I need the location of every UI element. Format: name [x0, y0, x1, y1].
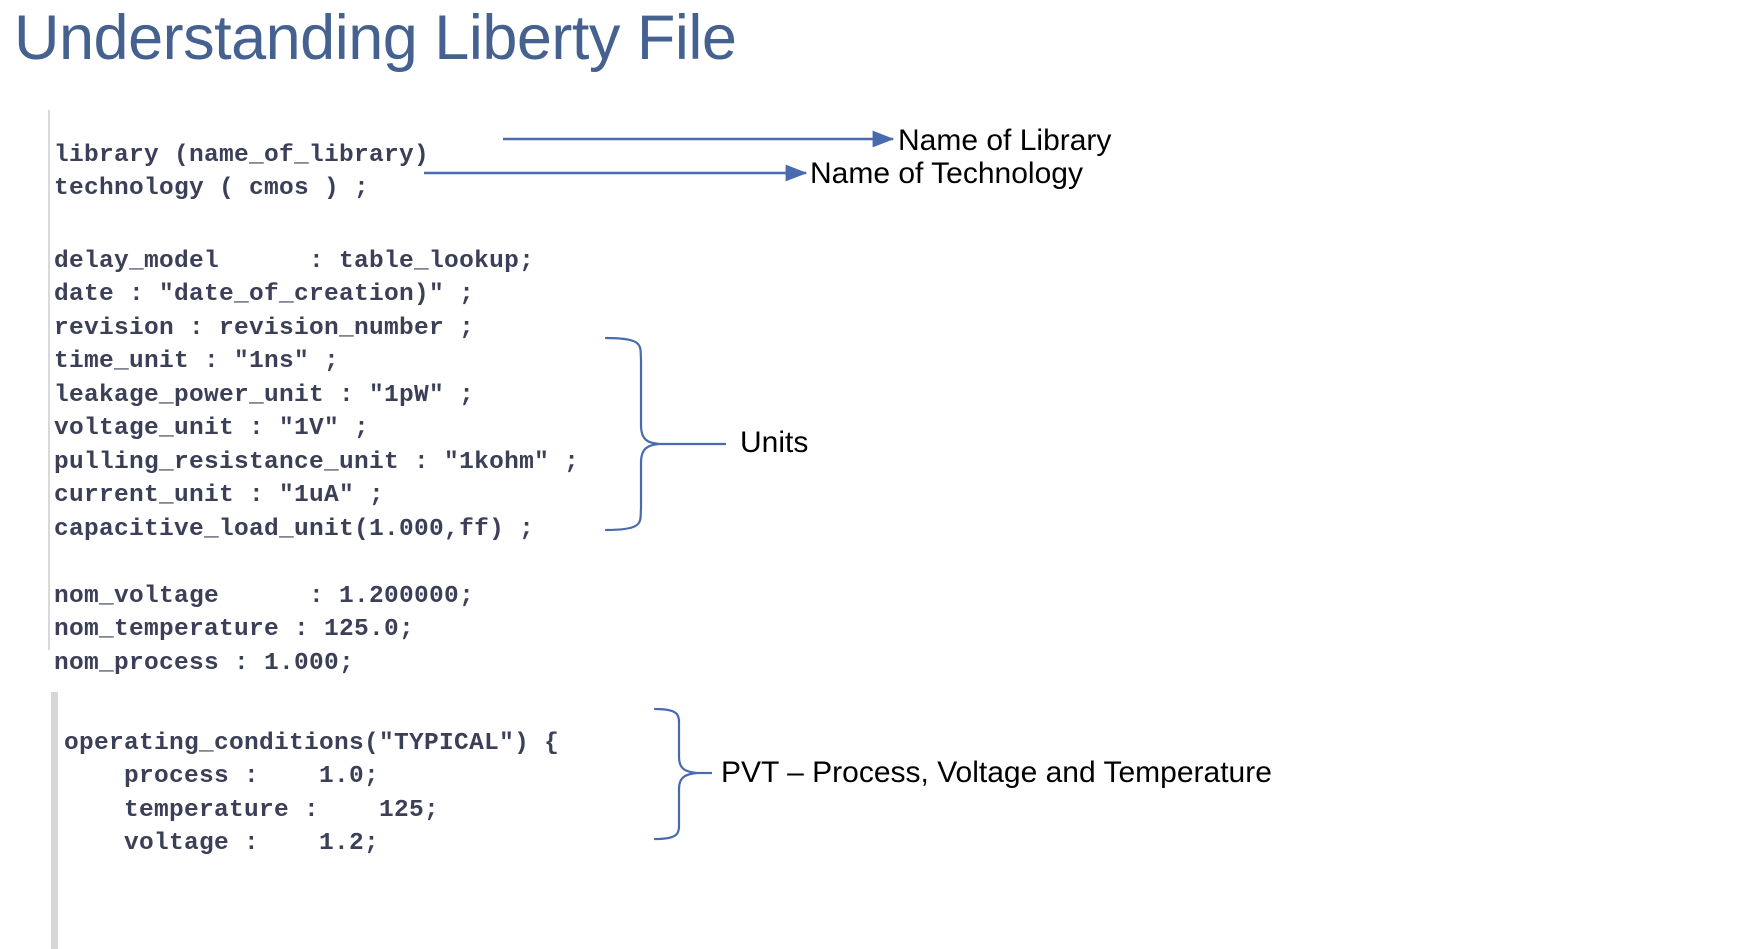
code-gutter-line-top [48, 110, 50, 650]
annotation-label-units: Units [740, 426, 809, 459]
annotation-label-name-of-library: Name of Library [898, 124, 1112, 157]
liberty-file-code-figure: library (name_of_library) technology ( c… [40, 110, 740, 949]
code-block-operating-conditions: operating_conditions("TYPICAL") { proces… [64, 729, 560, 858]
code-gutter-line-bottom [51, 692, 58, 949]
code-block-library-header: library (name_of_library) technology ( c… [54, 141, 430, 203]
annotation-label-pvt: PVT – Process, Voltage and Temperature [721, 756, 1272, 789]
annotation-label-name-of-technology: Name of Technology [810, 157, 1083, 190]
page-title: Understanding Liberty File [14, 3, 737, 73]
code-block-nominal-values: nom_voltage : 1.200000; nom_temperature … [54, 582, 475, 677]
code-block-library-attributes: delay_model : table_lookup; date : "date… [54, 247, 580, 543]
